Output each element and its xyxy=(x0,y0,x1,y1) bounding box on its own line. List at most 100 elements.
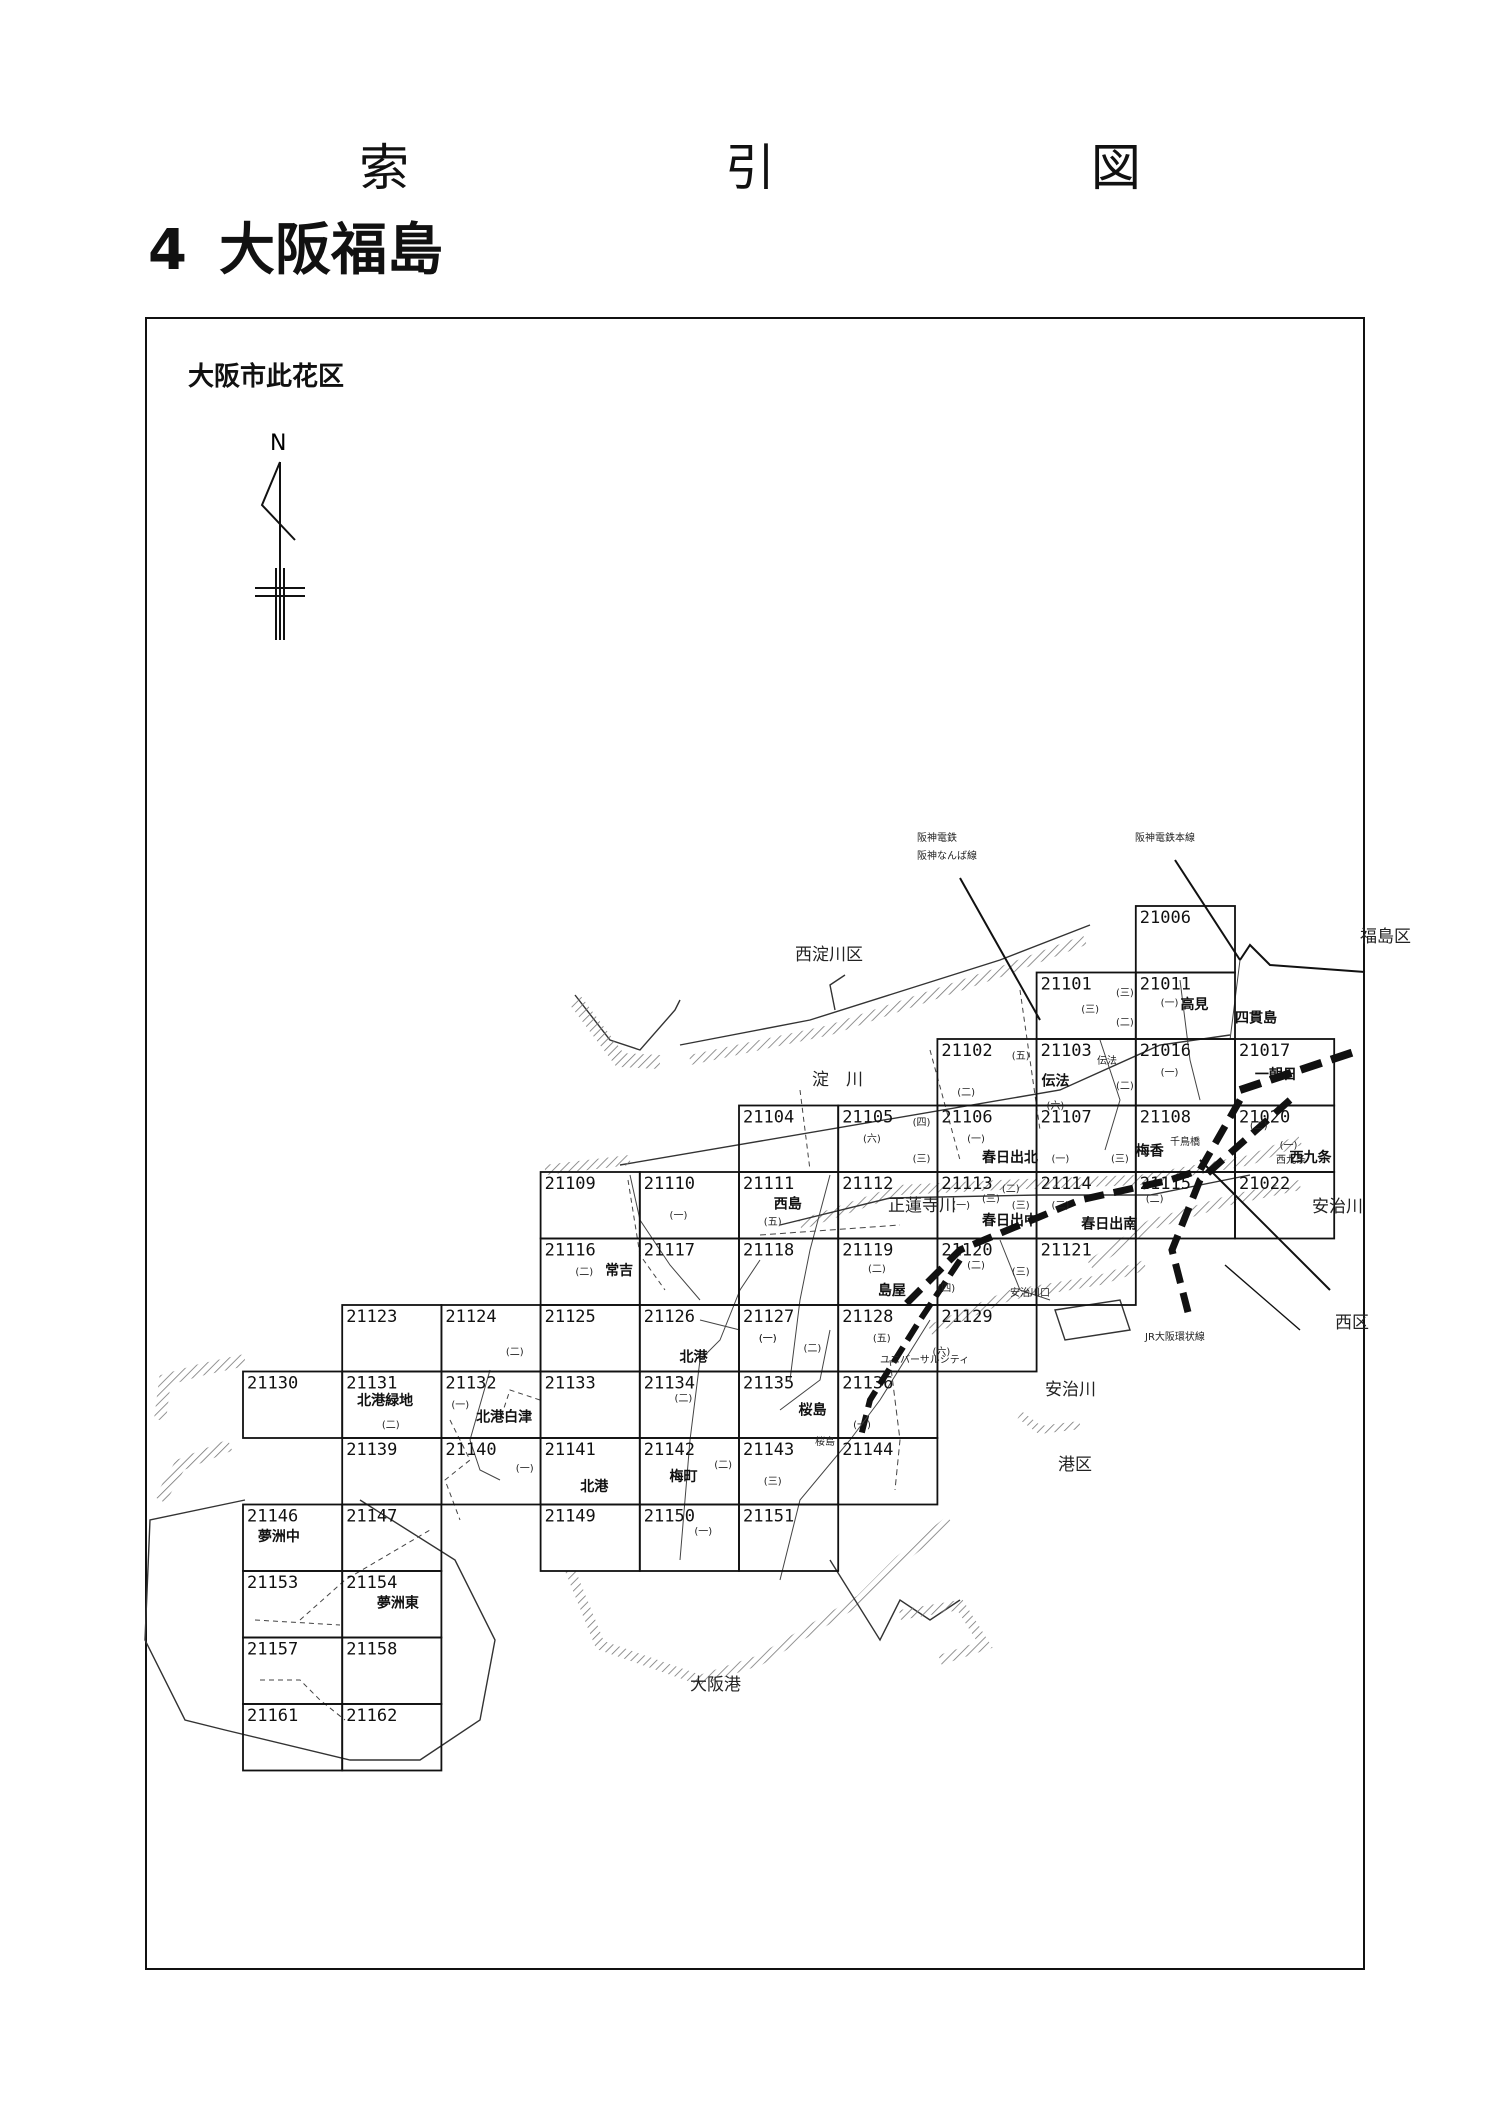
chome-label: (一) xyxy=(451,1400,469,1411)
map-sheet-number: 21115 xyxy=(1140,1174,1191,1194)
map-sheet-number: 21006 xyxy=(1140,908,1191,928)
chome-label: (一) xyxy=(759,1334,777,1345)
chome-label: (二) xyxy=(957,1088,975,1099)
map-sheet-number: 21118 xyxy=(743,1241,794,1261)
station-label: ユニバーサルシティ xyxy=(880,1354,969,1366)
map-sheet-number: 21119 xyxy=(842,1241,893,1261)
place-labels: 高見四貫島一朝日伝法梅香西九条春日出北春日出中春日出南西島常吉島屋北港北港緑地北… xyxy=(258,996,1333,1611)
streets xyxy=(254,959,1241,1721)
north-label: N xyxy=(270,431,286,456)
chome-label: (二) xyxy=(1250,1121,1268,1132)
map-sheet-number: 21135 xyxy=(743,1374,794,1394)
chome-label: (二) xyxy=(1002,1184,1020,1195)
chome-label: (三) xyxy=(1081,1004,1099,1015)
map-sheet-number: 21147 xyxy=(346,1507,397,1527)
chome-label: (三) xyxy=(1111,1154,1129,1165)
chome-label: (二) xyxy=(967,1260,985,1271)
map-sheet-number: 21130 xyxy=(247,1374,298,1394)
chome-label: (一) xyxy=(1161,1068,1179,1079)
area-label: 西区 xyxy=(1335,1313,1369,1333)
chome-label: (二) xyxy=(1116,1081,1134,1092)
map-sheet-number: 21128 xyxy=(842,1307,893,1327)
town-label: 四貫島 xyxy=(1235,1009,1277,1026)
town-label: 西島 xyxy=(774,1196,802,1213)
map-sheet-number: 21142 xyxy=(644,1440,695,1460)
chome-label: (一) xyxy=(1051,1154,1069,1165)
chome-label: (二) xyxy=(1051,1201,1069,1212)
town-label: 夢洲東 xyxy=(377,1595,419,1612)
map-sheet-number: 21017 xyxy=(1239,1041,1290,1061)
map-sheet-number: 21112 xyxy=(842,1174,893,1194)
rail-line-label: JR大阪環状線 xyxy=(1144,1330,1205,1343)
chome-label: (三) xyxy=(1012,1267,1030,1278)
chome-label: (一) xyxy=(1161,998,1179,1009)
town-label: 北港 xyxy=(679,1349,708,1366)
chome-label: (一) xyxy=(1280,1141,1298,1152)
town-label: 春日出中 xyxy=(981,1212,1038,1229)
town-label: 島屋 xyxy=(878,1282,906,1299)
town-label: 夢洲中 xyxy=(258,1528,300,1545)
map-sheet-number: 21154 xyxy=(346,1573,397,1593)
area-label: 大阪港 xyxy=(690,1675,741,1695)
section-number: 4 xyxy=(148,218,187,283)
chome-label: (二) xyxy=(1116,1018,1134,1029)
map-sheet-number: 21140 xyxy=(445,1440,496,1460)
area-label: 福島区 xyxy=(1360,927,1411,947)
chome-label: (五) xyxy=(1012,1051,1030,1062)
town-label: 高見 xyxy=(1180,996,1208,1013)
map-sheet-cell xyxy=(341,1703,443,1772)
map-sheet-number: 21158 xyxy=(346,1640,397,1660)
map-sheet-number: 21110 xyxy=(644,1174,695,1194)
chome-label: (二) xyxy=(714,1460,732,1471)
map-sheet-number: 21102 xyxy=(941,1041,992,1061)
map-sheet-number: 21121 xyxy=(1041,1241,1092,1261)
map-sheet-number: 21141 xyxy=(545,1440,596,1460)
page-title: 索 引 図 xyxy=(359,139,1291,197)
chome-label: (二) xyxy=(1146,1194,1164,1205)
town-label: 北港緑地 xyxy=(357,1392,413,1409)
town-label: 北港 xyxy=(580,1478,609,1495)
chome-label: (二) xyxy=(382,1420,400,1431)
chome-label: (二) xyxy=(675,1393,693,1404)
station-label: 西九条 xyxy=(1276,1153,1306,1166)
map-sheet-number: 21131 xyxy=(346,1374,397,1394)
chome-label: (六) xyxy=(1047,1100,1065,1112)
chome-label: (二) xyxy=(803,1344,821,1355)
map-sheet-number: 21103 xyxy=(1041,1041,1092,1061)
area-label: 淀 川 xyxy=(812,1070,863,1090)
map-sheet-number: 21143 xyxy=(743,1440,794,1460)
station-label: 千鳥橋 xyxy=(1170,1135,1200,1148)
town-label: 梅香 xyxy=(1136,1142,1165,1159)
section-title: 4 大阪福島 xyxy=(148,205,443,286)
town-label: 春日出南 xyxy=(1080,1216,1137,1233)
map-sheet-cell xyxy=(1035,1237,1137,1306)
map-sheet-number: 21123 xyxy=(346,1307,397,1327)
map-sheet-number: 21016 xyxy=(1140,1041,1191,1061)
map-sheet-number: 21146 xyxy=(247,1507,298,1527)
map-sheet-number: 21101 xyxy=(1041,975,1092,995)
town-label: 北港白津 xyxy=(476,1408,532,1425)
map-sheet-number: 21107 xyxy=(1041,1108,1092,1128)
map-sheet-number: 21127 xyxy=(743,1307,794,1327)
chome-label: (三) xyxy=(764,1477,782,1488)
map-sheet-number: 21011 xyxy=(1140,975,1191,995)
map-sheet-number: 21150 xyxy=(644,1507,695,1527)
chome-label: (三) xyxy=(1116,988,1134,999)
town-label: 伝法 xyxy=(1042,1073,1070,1090)
map-sheet-number: 21106 xyxy=(941,1108,992,1128)
chome-label: (五) xyxy=(764,1217,782,1228)
station-label: 桜島 xyxy=(815,1435,835,1448)
town-label: 常吉 xyxy=(605,1262,633,1279)
map-sheet-number: 21151 xyxy=(743,1507,794,1527)
chome-label: (一) xyxy=(967,1134,985,1145)
map-sheet-cell xyxy=(1234,1171,1336,1240)
chome-label: (四) xyxy=(937,1284,955,1295)
map-sheet-number: 21153 xyxy=(247,1573,298,1593)
town-label: 桜島 xyxy=(799,1402,827,1419)
chome-label: (五) xyxy=(873,1334,891,1345)
section-name: 大阪福島 xyxy=(218,218,443,283)
